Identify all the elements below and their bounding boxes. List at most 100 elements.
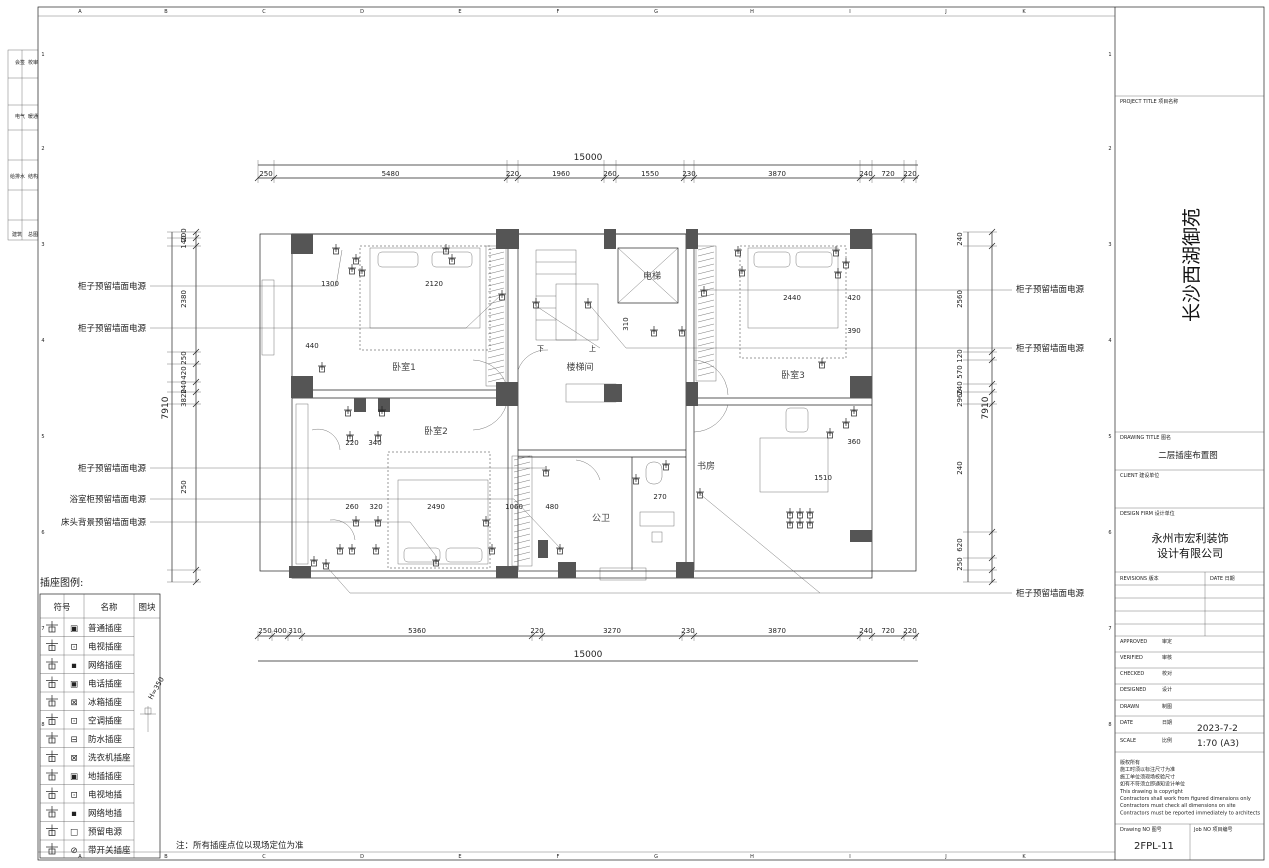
socket-icon [378,406,386,417]
door-swing [575,459,601,481]
dim-segment: 620 [956,538,964,551]
date-cn: 日期 [1162,720,1172,726]
grid-row-number: 8 [41,722,44,728]
design-firm-line1: 永州市宏利装饰 [1152,531,1229,545]
socket-icon [650,326,658,337]
socket-icon [448,254,456,265]
socket-icon [696,488,704,499]
legend-socket-icon [46,750,58,762]
grid-column-letter: K [1022,854,1026,860]
dim-segment: 250 [258,627,271,635]
dim-segment: 3870 [768,627,786,635]
callouts: 柜子预留墙面电源 柜子预留墙面电源 柜子预留墙面电源 浴室柜预留墙面电源 床头背… [61,249,1085,599]
legend-symbol: ⊘ [70,846,77,856]
socket-icon [786,508,794,519]
callout-label: 柜子预留墙面电源 [1016,343,1085,354]
copyright-line: 如有不符须立即通知设计单位 [1120,781,1185,788]
callout-label: 柜子预留墙面电源 [78,323,147,334]
legend-header-block: 图块 [138,602,156,613]
verified-cn: 审核 [1162,654,1172,661]
socket-icon [352,516,360,527]
scale-label: SCALE [1120,738,1136,744]
client-label: CLIENT 建设单位 [1120,472,1159,479]
dim-segment: 230 [681,627,694,635]
grid-column-letter: H [750,9,754,15]
dim-inner: 2490 [427,503,445,511]
socket-icon [336,544,344,555]
dim-inner: 1060 [505,503,523,511]
socket-icon [532,298,540,309]
socket-icon [842,418,850,429]
bay-window-left [261,279,275,356]
grid-row-number: 2 [41,146,44,152]
floor-plan: 卧室1 卧室2 卧室3 楼梯间 电梯 书房 公卫 下 上 1300 2120 4… [259,229,917,581]
dim-inner: 260 [345,503,358,511]
socket-icon [442,244,450,255]
grid-row-number: 4 [1108,338,1111,344]
socket-icon [332,244,340,255]
revisions-label: REVISIONS 版本 [1120,575,1159,582]
sheet-border [37,6,1265,861]
dim-segment: 240 [859,170,872,178]
socket-icon [498,290,506,301]
dim-segment: 220 [530,627,543,635]
legend-name: 洗衣机插座 [88,753,131,764]
dim-segment: 240 [956,461,964,474]
approved-cn: 审定 [1162,638,1172,645]
room-label-stairwell: 楼梯间 [566,361,593,373]
strip-label: 校审 [28,59,38,66]
floor-drain [651,531,663,543]
dim-inner: 2120 [425,280,443,288]
dim-segment: 2960 [956,389,964,407]
door-swing [329,519,356,541]
stair-down-label: 下 [537,345,544,353]
callout-label: 柜子预留墙面电源 [1016,284,1085,295]
dim-segment: 1960 [552,170,570,178]
legend-title: 插座图例: [40,576,83,589]
grid-column-letter: I [849,854,850,860]
socket-legend: 插座图例: 符号 名称 图块 ▣普通插座⊡电视插座▪网络插座▣电话插座⊠冰箱插座… [39,576,166,859]
socket-icon [632,474,640,485]
dim-segment: 120 [956,349,964,362]
socket-icon [556,544,564,555]
legend-header-symbol: 符号 [53,602,70,613]
staircase [535,249,617,403]
socket-icon [832,246,840,257]
dim-segment: 240 [180,380,188,393]
socket-icon [310,556,318,567]
dim-segment: 250 [259,170,272,178]
drawing-no: 2FPL-11 [1134,841,1174,852]
dim-segment: 250 [180,351,188,364]
project-name: 长沙西湖御苑 [1181,208,1203,322]
grid-row-number: 7 [1108,626,1111,632]
dim-segment: 1550 [641,170,659,178]
callout-label: 床头背景预留墙面电源 [61,517,147,528]
grid-row-number: 5 [1108,434,1111,440]
wardrobe [695,245,717,382]
door-swing [472,397,509,431]
socket-icon [318,362,326,373]
dim-inner: 360 [847,438,860,446]
grid-column-letter: K [1022,9,1026,15]
socket-icon [352,254,360,265]
dim-inner: 2440 [783,294,801,302]
socket-icon [678,326,686,337]
dim-segment: 240 [956,232,964,245]
dim-segment: 5360 [408,627,426,635]
socket-icon [806,508,814,519]
legend-symbol: ▣ [70,680,78,690]
dim-segment: 240 [956,381,964,394]
dim-segment: 240 [859,627,872,635]
wall-column [676,562,694,578]
legend-socket-icon [46,639,58,651]
socket-icon [700,286,708,297]
legend-symbol: ⊡ [70,791,77,801]
legend-socket-icon [46,676,58,688]
socket-icon [850,406,858,417]
legend-symbol: ⊠ [70,698,77,708]
socket-icon [738,266,746,277]
legend-symbol: ▪ [71,809,77,819]
grid-row-number: 5 [41,434,44,440]
